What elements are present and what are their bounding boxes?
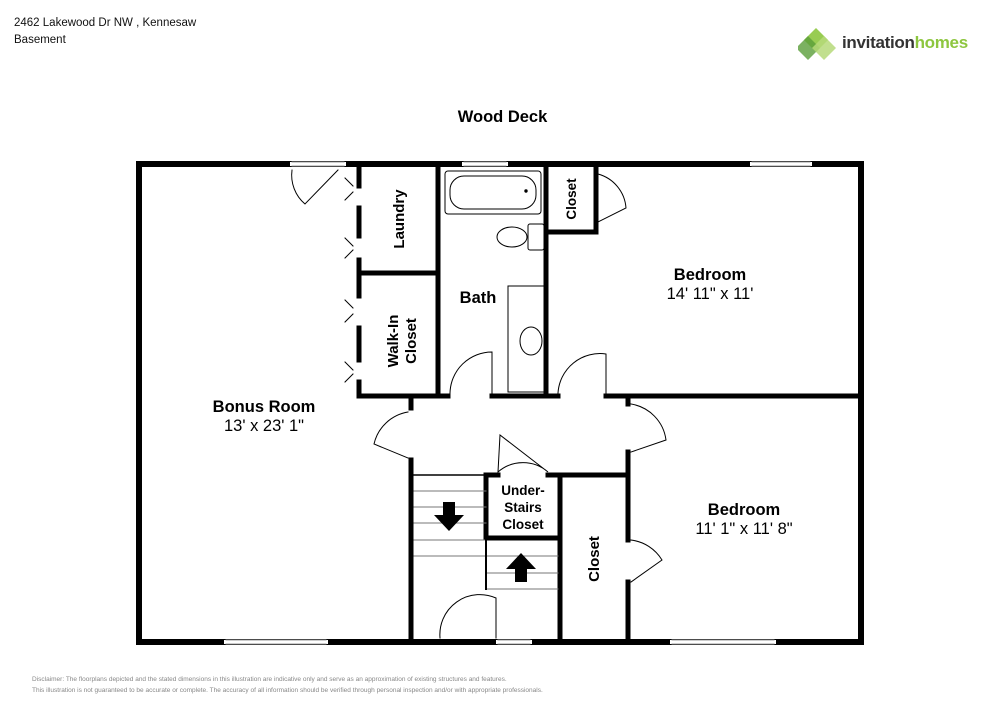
disclaimer-line-1: Disclaimer: The floorplans depicted and …: [32, 676, 507, 683]
stair-arrows: [434, 502, 536, 582]
room-bonus: Bonus Room 13' x 23' 1": [212, 398, 316, 435]
logo-wordmark: invitationhomes: [842, 33, 968, 52]
wood-deck-label: Wood Deck: [457, 108, 548, 126]
brand-logo: invitationhomes: [796, 26, 978, 62]
floor-name: Basement: [14, 34, 66, 46]
address-line: 2462 Lakewood Dr NW , Kennesaw: [14, 17, 197, 29]
room-closet-middle: Closet: [586, 536, 603, 582]
address-block: 2462 Lakewood Dr NW , Kennesaw Basement: [14, 15, 196, 49]
door-swing: [291, 169, 339, 205]
room-closet-top: Closet: [564, 178, 579, 220]
disclaimer-line-2: This illustration is not guaranteed to b…: [32, 687, 543, 694]
room-bedroom-2: Bedroom 11' 1" x 11' 8": [695, 501, 793, 538]
logo-mark-icon: [796, 28, 836, 60]
arrow-up-icon: [506, 553, 536, 582]
room-bath: Bath: [459, 289, 497, 307]
arrow-down-icon: [434, 502, 464, 531]
room-laundry: Laundry: [391, 189, 408, 249]
room-bedroom-1: Bedroom 14' 11" x 11': [666, 266, 754, 303]
